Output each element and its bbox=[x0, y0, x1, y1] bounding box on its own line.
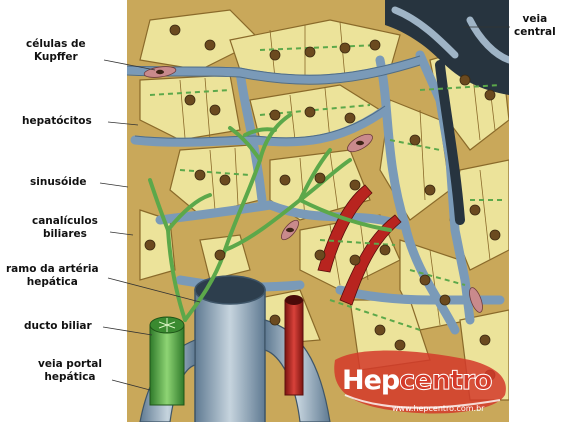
hepatocyte-nucleus bbox=[480, 335, 490, 345]
kupffer-cells-label: células de Kupffer bbox=[26, 38, 86, 64]
hepatocyte-nucleus bbox=[375, 325, 385, 335]
hepatocyte-nucleus bbox=[210, 105, 220, 115]
hepatocyte-nucleus bbox=[305, 107, 315, 117]
hepatocyte-nucleus bbox=[305, 47, 315, 57]
hepatocyte-nucleus bbox=[215, 250, 225, 260]
bile-duct-label-line-1: ducto biliar bbox=[24, 320, 92, 333]
hepatocytes-label-line-1: hepatócitos bbox=[22, 115, 92, 128]
hepatocyte-nucleus bbox=[395, 340, 405, 350]
hepatocyte-nucleus bbox=[270, 50, 280, 60]
hepatocyte-nucleus bbox=[485, 90, 495, 100]
hepatocyte-nucleus bbox=[420, 275, 430, 285]
hepatocyte-nucleus bbox=[315, 173, 325, 183]
hepatocyte-nucleus bbox=[490, 230, 500, 240]
hepatocyte-nucleus bbox=[440, 295, 450, 305]
central-vein-label-line-2: central bbox=[514, 26, 556, 39]
hepatocyte-nucleus bbox=[460, 75, 470, 85]
hepatic-artery-label-line-2: hepática bbox=[6, 276, 99, 289]
hepatocyte-nucleus bbox=[350, 255, 360, 265]
watermark-brand-hep: Hep bbox=[342, 365, 399, 396]
kupffer-label-line-2: Kupffer bbox=[26, 51, 86, 64]
bile-duct bbox=[150, 317, 184, 405]
hepatocyte-nucleus bbox=[345, 113, 355, 123]
hepatic-portal-vein-label: veia portal hepática bbox=[38, 358, 102, 384]
hepatocyte-nucleus bbox=[220, 175, 230, 185]
hepatocyte-nucleus bbox=[340, 43, 350, 53]
hepatocyte-nucleus bbox=[350, 180, 360, 190]
bile-canaliculi-label-line-1: canalículos bbox=[32, 215, 98, 228]
watermark-url: www.hepcentro.com.br bbox=[392, 404, 484, 413]
hepatocyte-nucleus bbox=[270, 110, 280, 120]
central-vein-label: veia central bbox=[514, 13, 556, 39]
kupffer-label-line-1: células de bbox=[26, 38, 86, 51]
watermark-brand: Hepcentro bbox=[342, 365, 492, 396]
hepatocyte-nucleus bbox=[370, 40, 380, 50]
hepatocyte-nucleus bbox=[380, 245, 390, 255]
portal-vein-label-line-1: veia portal bbox=[38, 358, 102, 371]
sinusoid-label: sinusóide bbox=[30, 176, 87, 189]
hepatocyte-nucleus bbox=[205, 40, 215, 50]
sinusoid-label-line-1: sinusóide bbox=[30, 176, 87, 189]
bile-duct-label: ducto biliar bbox=[24, 320, 92, 333]
hepatocyte-nucleus bbox=[315, 250, 325, 260]
hepatic-artery-label-line-1: ramo da artéria bbox=[6, 263, 99, 276]
hepatic-artery-branch-label: ramo da artéria hepática bbox=[6, 263, 99, 289]
hepatocyte-nucleus bbox=[470, 205, 480, 215]
hepatocyte-nucleus bbox=[145, 240, 155, 250]
hepatocyte-nucleus bbox=[195, 170, 205, 180]
hepatocyte-nucleus bbox=[170, 25, 180, 35]
hepatocyte-nucleus bbox=[185, 95, 195, 105]
hepatocyte-nucleus bbox=[410, 135, 420, 145]
hepatocyte-nucleus bbox=[270, 315, 280, 325]
bile-canaliculi-label: canalículos biliares bbox=[32, 215, 98, 241]
watermark-brand-centro: centro bbox=[399, 365, 491, 396]
hepatocyte-nucleus bbox=[280, 175, 290, 185]
hepatocytes-label: hepatócitos bbox=[22, 115, 92, 128]
central-vein-label-line-1: veia bbox=[514, 13, 556, 26]
hepatocyte-nucleus bbox=[425, 185, 435, 195]
bile-canaliculi-label-line-2: biliares bbox=[32, 228, 98, 241]
portal-vein-label-line-2: hepática bbox=[38, 371, 102, 384]
